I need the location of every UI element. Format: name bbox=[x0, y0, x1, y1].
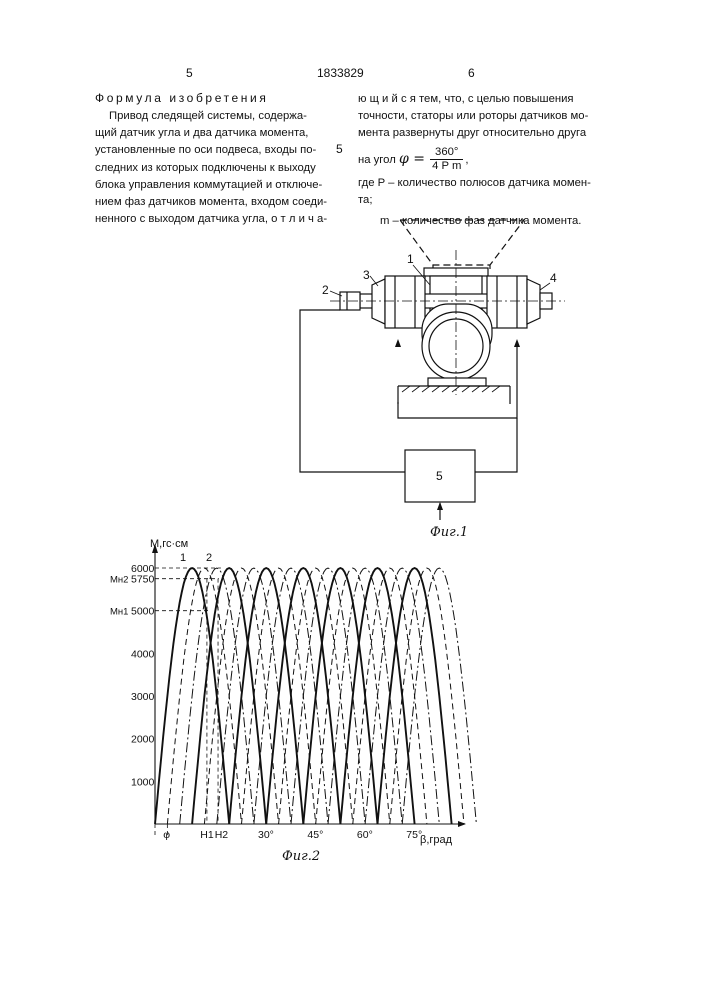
curve-label-2: 2 bbox=[206, 552, 212, 564]
y-tick-label: 5750 bbox=[131, 574, 155, 586]
x-axis-arrow bbox=[458, 821, 466, 827]
curve-label-1: 1 bbox=[180, 552, 186, 564]
x-tick-label: H1 bbox=[200, 829, 214, 841]
x-tick-label: 45° bbox=[307, 829, 323, 841]
y-tick-label: 5000 bbox=[131, 606, 155, 618]
figure-2-caption: Фиг.2 bbox=[282, 849, 320, 864]
y-tick-label: 4000 bbox=[131, 648, 155, 660]
y-tick-label: 3000 bbox=[131, 691, 155, 703]
x-tick-label: H2 bbox=[215, 829, 229, 841]
y-tick-label: 2000 bbox=[131, 734, 155, 746]
y-marker-label: Mн1 bbox=[110, 607, 128, 618]
y-axis-label: M,гс·см bbox=[150, 538, 188, 550]
x-tick-label: 60° bbox=[357, 829, 373, 841]
x-axis-label: β,град bbox=[420, 834, 453, 846]
x-tick-label: φ bbox=[163, 829, 170, 841]
x-tick-label: 30° bbox=[258, 829, 274, 841]
y-marker-label: Mн2 bbox=[110, 575, 128, 586]
y-tick-label: 1000 bbox=[131, 776, 155, 788]
